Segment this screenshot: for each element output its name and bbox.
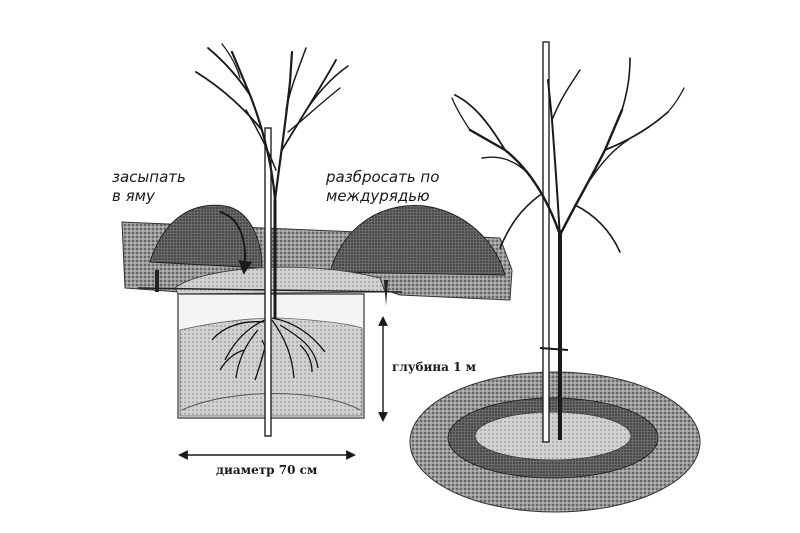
diameter-label: диаметр 70 см — [216, 463, 318, 477]
pit-opening — [174, 266, 386, 295]
tree-right — [451, 57, 685, 253]
pit-bottom-curve — [181, 393, 361, 411]
fill-pit-label-line-2: в яму — [112, 187, 155, 205]
soil-mound-right — [329, 205, 506, 276]
stake-tie — [539, 347, 569, 351]
spread-label-line-1: разбросать по — [326, 168, 440, 186]
peg-right — [384, 280, 388, 306]
depth-label: глубина 1 м — [392, 360, 477, 374]
planting-pit-illustration — [121, 43, 513, 460]
tree-left — [195, 43, 349, 320]
peg-left — [155, 270, 159, 292]
planted-tree-illustration — [409, 41, 701, 513]
fill-pit-label-line-1: засыпать — [112, 168, 186, 186]
tree-stake-right — [542, 41, 550, 443]
fill-pit-label: засыпать в яму — [112, 168, 186, 206]
tree-stake-left — [264, 127, 272, 437]
spread-label-line-2: междурядью — [326, 187, 430, 205]
spread-label: разбросать по междурядью — [326, 168, 439, 206]
watering-basin — [474, 411, 632, 461]
fill-pit-arrow — [219, 211, 253, 275]
